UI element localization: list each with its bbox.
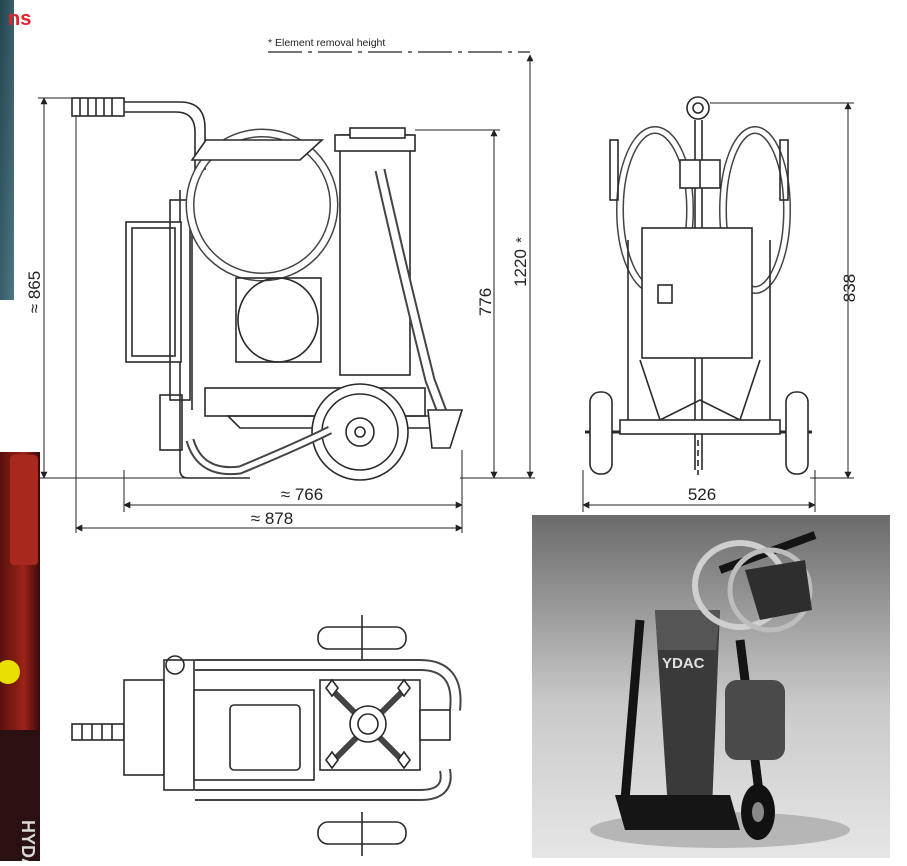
dim-removal-mark: * — [513, 237, 530, 243]
yellow-indicator-light — [0, 660, 20, 684]
left-photo-vertical-text: HYDAC — [18, 820, 38, 861]
left-photo-bottom-strip: HYDAC — [0, 452, 40, 866]
top-view-drawing — [71, 615, 462, 856]
product-photo: YDAC — [532, 515, 890, 858]
dim-body-height: 776 — [476, 288, 495, 316]
dim-overall-length: ≈ 878 — [251, 509, 293, 528]
dim-wheelbase: ≈ 766 — [281, 485, 323, 504]
page-heading: ns — [8, 8, 32, 30]
front-view-dimension-lines — [582, 102, 854, 512]
left-photo-top-strip — [0, 0, 14, 300]
dim-side-height: ≈ 865 — [25, 271, 44, 313]
front-view-drawing — [585, 96, 812, 475]
product-brand-label: YDAC — [662, 655, 705, 672]
side-view-drawing — [71, 97, 464, 481]
dim-front-height: 838 — [840, 274, 859, 302]
dim-removal-height: 1220 — [511, 249, 530, 287]
element-removal-note: * Element removal height — [268, 37, 385, 49]
dim-front-width: 526 — [688, 485, 716, 504]
side-view-dimension-lines — [38, 54, 535, 533]
